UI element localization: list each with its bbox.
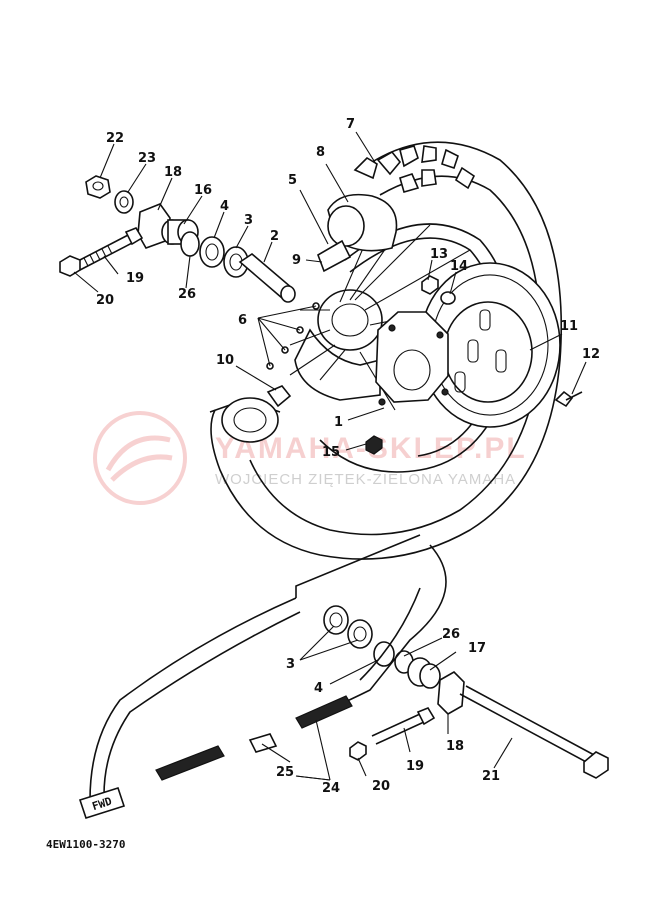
label-1: 1 [334,415,343,430]
label-16: 16 [194,183,212,198]
leader-lines [73,131,587,781]
label-6: 6 [238,313,247,328]
separator-line [295,534,421,598]
label-lower-18: 18 [446,739,464,754]
label-4: 4 [220,199,229,214]
label-10: 10 [216,353,234,368]
label-lower-19: 19 [406,759,424,774]
label-20: 20 [96,293,114,308]
label-9: 9 [292,253,301,268]
label-5: 5 [288,173,297,188]
label-8: 8 [316,145,325,160]
spokes [289,224,496,411]
label-14: 14 [450,259,468,274]
label-15: 15 [322,445,340,460]
brake-disc [221,385,292,443]
hub-assembly [289,224,496,411]
watermark-subtitle: WOJCIECH ZIĘTEK-ZIELONA YAMAHA [215,471,516,488]
label-11: 11 [560,319,578,334]
label-19: 19 [126,271,144,286]
label-26: 26 [178,287,196,302]
label-13: 13 [430,247,448,262]
part-labels: 1 2 3 4 5 6 7 8 9 10 11 12 13 14 15 16 1… [96,117,600,796]
label-lower-20: 20 [372,779,390,794]
tube-and-band [317,193,398,273]
label-lower-4: 4 [314,681,323,696]
watermark: YAMAHA-SKLEP.PL WOJCIECH ZIĘTEK-ZIELONA … [93,411,525,505]
label-lower-17: 17 [468,641,486,656]
diagram-ref-code: 4EW1100-3270 [46,838,125,851]
drive-hub [375,311,449,406]
drive-chain: FWD [78,544,447,819]
label-7: 7 [346,117,355,132]
label-lower-25: 25 [276,765,294,780]
label-lower-3: 3 [286,657,295,672]
label-12: 12 [582,347,600,362]
label-23: 23 [138,151,156,166]
label-18: 18 [164,165,182,180]
label-lower-26: 26 [442,627,460,642]
label-2: 2 [270,229,279,244]
rear-sprocket [419,262,561,428]
forward-arrow [78,787,126,819]
label-3: 3 [244,213,253,228]
label-lower-24: 24 [322,781,340,796]
label-22: 22 [106,131,124,146]
rear-tire [209,141,563,560]
fwd-label: FWD [91,795,114,814]
label-lower-21: 21 [482,769,500,784]
left-axle-parts [59,175,296,303]
sprocket-fasteners [365,275,583,455]
